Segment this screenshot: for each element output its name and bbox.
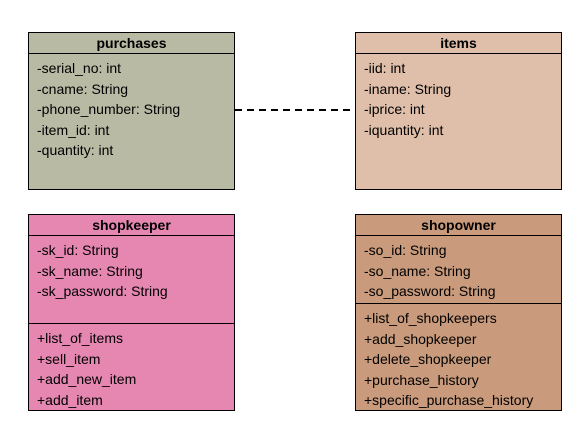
class-purchases[interactable]: purchases -serial_no: int -cname: String… [28, 32, 235, 190]
attribute-section: -sk_id: String -sk_name: String -sk_pass… [29, 236, 234, 302]
method-row: +list_of_shopkeepers [364, 310, 497, 326]
attribute-row: -item_id: int [37, 121, 110, 138]
class-title: items [356, 33, 561, 54]
method-section: +list_of_shopkeepers +add_shopkeeper +de… [356, 303, 561, 411]
method-row: +sell_item [37, 350, 101, 367]
attribute-section: -serial_no: int -cname: String -phone_nu… [29, 54, 234, 161]
method-row: +purchase_history [364, 371, 479, 388]
class-shopowner[interactable]: shopowner -so_id: String -so_name: Strin… [355, 214, 562, 411]
class-items[interactable]: items -iid: int -iname: String -iprice: … [355, 32, 562, 190]
class-title: purchases [29, 33, 234, 54]
method-row: +add_new_item [37, 371, 137, 387]
attribute-row: -so_password: String [364, 283, 496, 299]
attribute-row: -so_name: String [364, 262, 471, 279]
method-row: +specific_purchase_history [364, 392, 534, 408]
attribute-row: -serial_no: int [37, 60, 122, 76]
attribute-row: -so_id: String [364, 242, 447, 258]
attribute-row: -sk_password: String [37, 283, 168, 299]
attribute-row: -sk_id: String [37, 242, 119, 258]
method-row: +add_shopkeeper [364, 330, 477, 347]
method-section: +list_of_items +sell_item +add_new_item … [29, 323, 234, 410]
attribute-section: -iid: int -iname: String -iprice: int -i… [356, 54, 561, 140]
attribute-row: -sk_name: String [37, 262, 143, 279]
attribute-row: -iprice: int [364, 101, 425, 117]
method-row: +add_item [37, 391, 103, 408]
attribute-row: -iquantity: int [364, 121, 444, 138]
method-row: +list_of_items [37, 330, 123, 346]
method-row: +delete_shopkeeper [364, 351, 492, 367]
attribute-row: -quantity: int [37, 142, 114, 158]
class-title: shopkeeper [29, 215, 234, 236]
attribute-row: -iid: int [364, 60, 406, 76]
class-shopkeeper[interactable]: shopkeeper -sk_id: String -sk_name: Stri… [28, 214, 235, 411]
attribute-row: -cname: String [37, 80, 129, 97]
class-title: shopowner [356, 215, 561, 236]
attribute-row: -phone_number: String [37, 101, 181, 117]
attribute-row: -iname: String [364, 80, 452, 97]
attribute-section: -so_id: String -so_name: String -so_pass… [356, 236, 561, 302]
